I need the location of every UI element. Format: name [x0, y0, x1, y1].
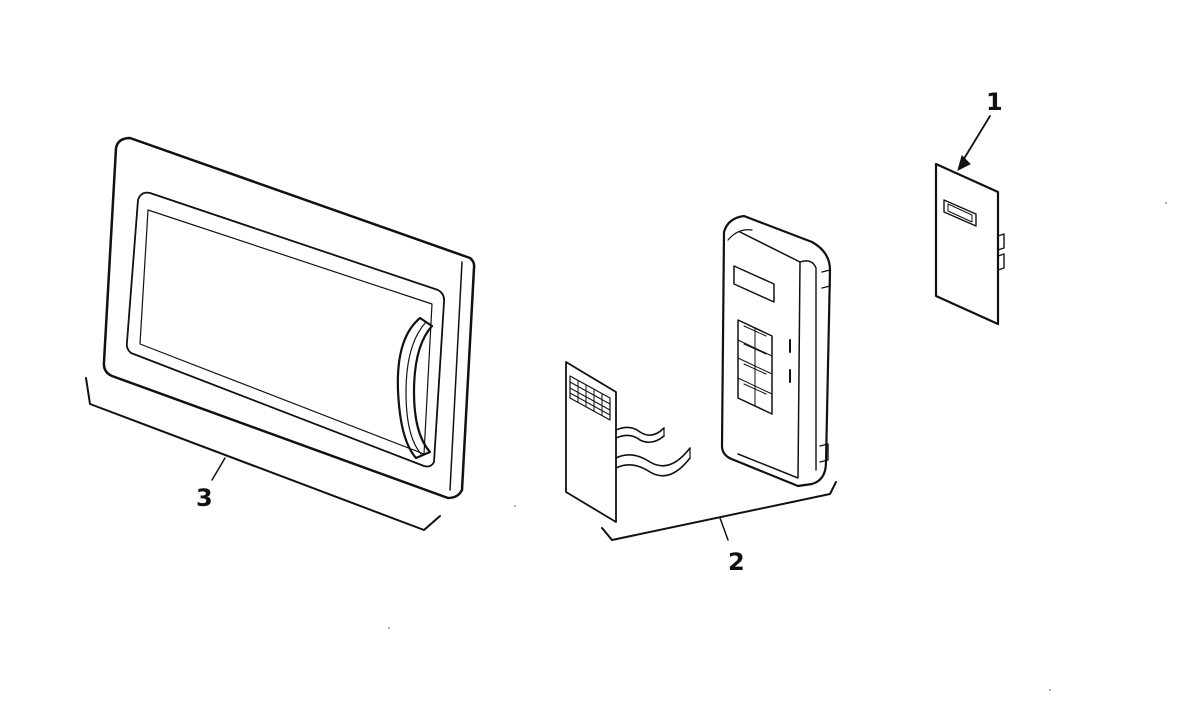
board-chip: [943, 199, 977, 227]
speck: [514, 505, 516, 507]
door-assembly: [85, 136, 476, 531]
arrow-head-icon: [957, 155, 971, 171]
circuit-board: [934, 115, 1005, 326]
callout-2: 2: [728, 548, 745, 576]
speck: [1049, 689, 1051, 691]
part2-bracket: [601, 481, 837, 541]
callout-1: 1: [986, 88, 1003, 116]
part3-bracket: [85, 377, 441, 531]
display-window: [733, 265, 775, 303]
control-panel-assembly: [565, 214, 837, 541]
speck: [388, 627, 390, 629]
speck: [1165, 202, 1167, 204]
callout-3: 3: [196, 484, 213, 512]
keypad-grid-pattern: [569, 375, 611, 421]
control-button-grid: [737, 319, 773, 415]
